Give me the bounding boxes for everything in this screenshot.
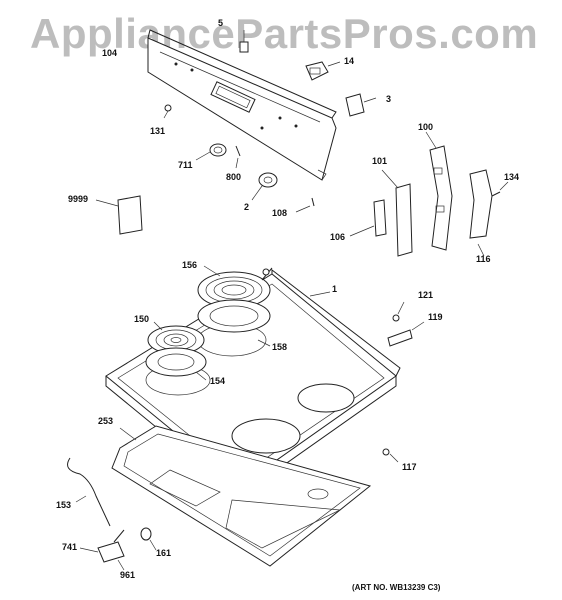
bracket-101 (381, 169, 413, 257)
end-cap-100 (425, 131, 453, 251)
knob-711 (195, 143, 227, 161)
label-part-158: 158 (272, 342, 287, 352)
knob-2 (251, 172, 278, 201)
label-part-101: 101 (372, 156, 387, 166)
label-part-711: 711 (178, 160, 193, 170)
label-part-1: 1 (332, 284, 337, 294)
label-part-161: 161 (156, 548, 171, 558)
screw-117 (382, 448, 399, 463)
part-108 (295, 197, 315, 213)
label-part-150: 150 (134, 314, 149, 324)
part-800 (235, 145, 241, 169)
label-part-154: 154 (210, 376, 225, 386)
surface-unit-150 (147, 321, 205, 355)
end-cap-116 (469, 169, 493, 257)
watermark: AppliancePartsPros.com (30, 10, 539, 57)
label-part-2: 2 (244, 202, 249, 212)
label-part-119: 119 (428, 312, 443, 322)
label-part-741: 741 (62, 542, 77, 552)
label-part-153: 153 (56, 500, 71, 510)
infinite-switch-14 (305, 61, 341, 81)
label-part-156: 156 (182, 260, 197, 270)
art-number-label: (ART NO. WB13239 C3) (352, 583, 441, 592)
label-part-14: 14 (344, 56, 354, 66)
screw-134 (491, 181, 509, 197)
label-part-131: 131 (150, 126, 165, 136)
cooktop-bottom-pan (111, 425, 372, 567)
literature-9999 (95, 195, 143, 235)
label-part-106: 106 (330, 232, 345, 242)
screw-131 (163, 104, 172, 119)
wire-153 (67, 457, 111, 527)
receptacle-741 (79, 529, 125, 563)
label-part-116: 116 (476, 254, 491, 264)
label-part-253: 253 (98, 416, 113, 426)
label-part-5: 5 (218, 18, 223, 28)
switch-part-3 (345, 93, 377, 117)
label-part-9999: 9999 (68, 194, 88, 204)
label-part-121: 121 (418, 290, 433, 300)
label-part-134: 134 (504, 172, 519, 182)
drip-pan-158 (197, 299, 271, 347)
label-part-961: 961 (120, 570, 135, 580)
bracket-119 (387, 321, 425, 347)
label-part-108: 108 (272, 208, 287, 218)
part-161 (140, 527, 157, 551)
clip-part-5 (239, 30, 249, 53)
drip-pan-154 (145, 347, 207, 381)
label-part-100: 100 (418, 122, 433, 132)
label-part-104: 104 (102, 48, 117, 58)
screw-121 (392, 301, 405, 322)
bracket-106 (349, 199, 387, 237)
label-part-117: 117 (402, 462, 417, 472)
backsplash-panel (147, 29, 337, 181)
label-part-800: 800 (226, 172, 241, 182)
part-961 (117, 559, 125, 571)
label-part-3: 3 (386, 94, 391, 104)
